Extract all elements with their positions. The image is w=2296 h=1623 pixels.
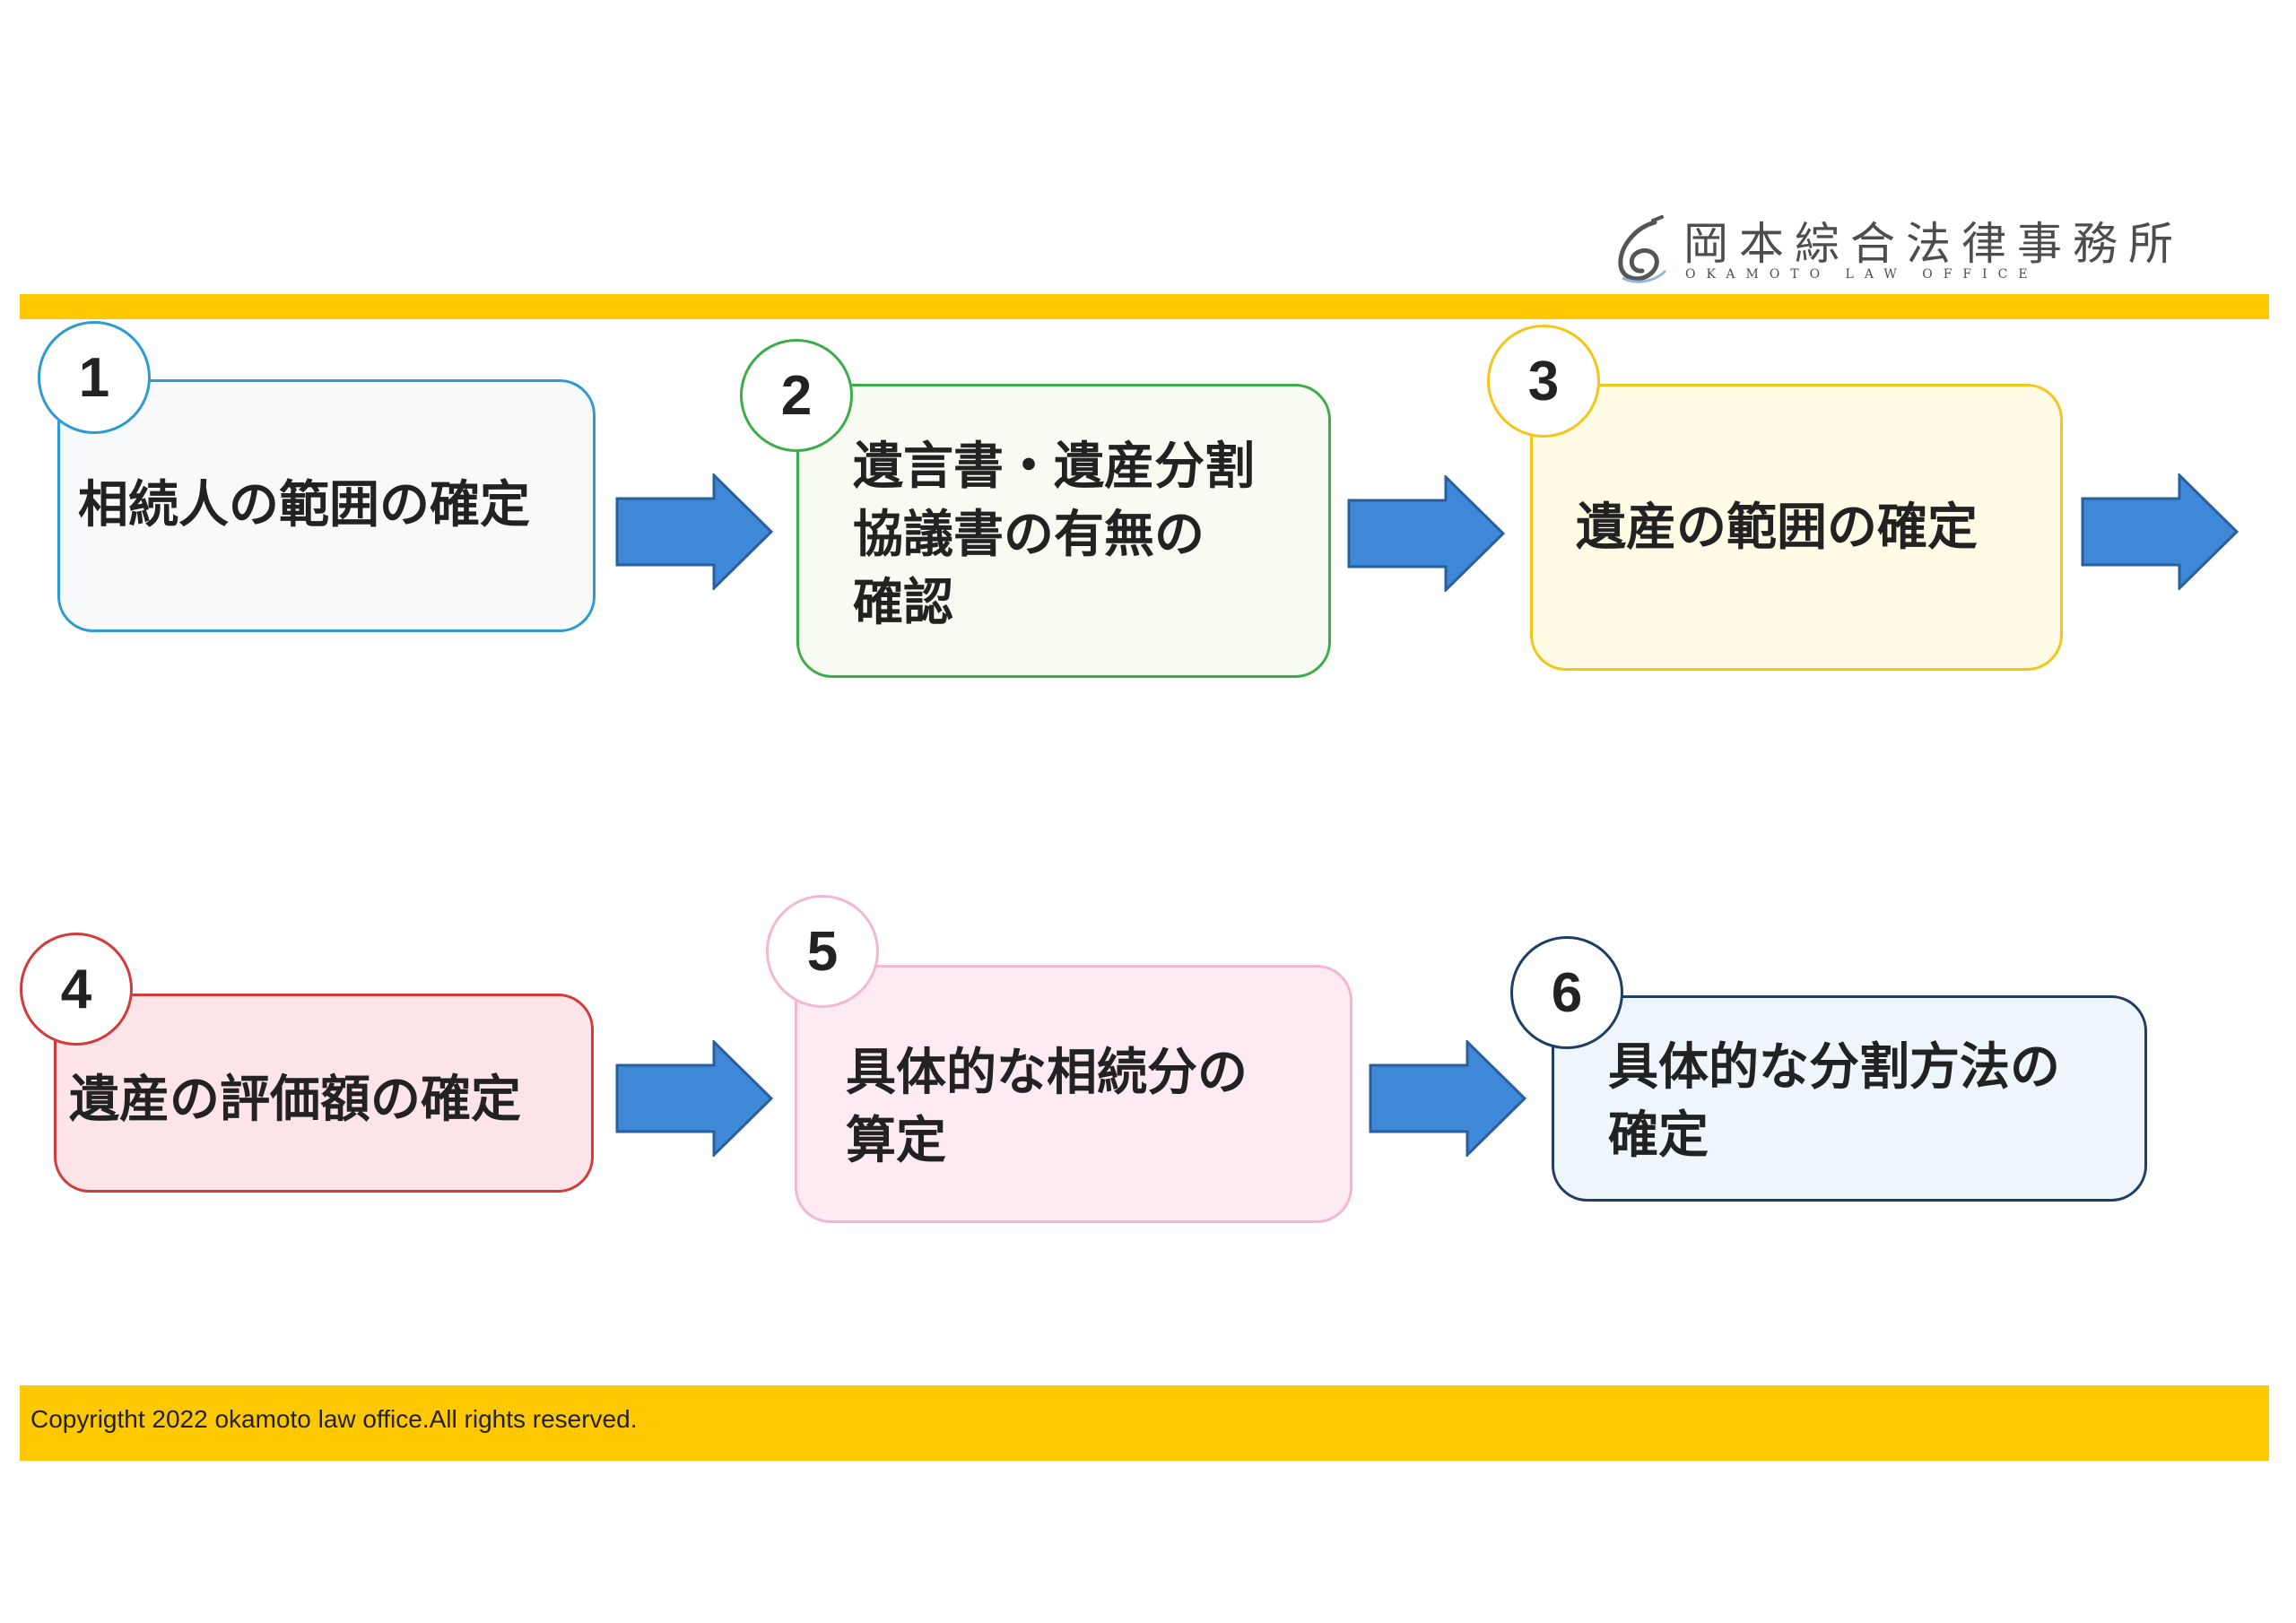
arrow-3-next-icon	[2081, 473, 2239, 590]
step-1-number-badge: 1	[38, 321, 151, 434]
step-5-text: 具体的な相続分の 算定	[846, 1044, 1248, 1170]
step-6-number-badge: 6	[1510, 936, 1623, 1049]
step-1-box: 相続人の範囲の確定	[57, 379, 596, 632]
step-5-box: 具体的な相続分の 算定	[795, 965, 1352, 1223]
top-accent-bar	[20, 294, 2269, 319]
step-3-box: 遺産の範囲の確定	[1530, 384, 2063, 671]
logo-japanese-name: 岡本綜合法律事務所	[1683, 218, 2184, 270]
step-4-number-badge: 4	[20, 933, 133, 1046]
copyright-text: Copyrigtht 2022 okamoto law office.All r…	[30, 1405, 638, 1433]
step-2-text: 遺言書・遺産分割 協議書の有無の 確認	[853, 438, 1255, 632]
step-4-text: 遺産の評価額の確定	[69, 1071, 521, 1129]
arrow-4-to-5-icon	[615, 1040, 774, 1157]
arrow-1-to-2-icon	[615, 473, 774, 590]
step-6-box: 具体的な分割方法の 確定	[1552, 995, 2147, 1202]
logo-english-name: OKAMOTO LAW OFFICE	[1685, 267, 2039, 282]
step-1-text: 相続人の範囲の確定	[78, 476, 530, 534]
footer-bar: Copyrigtht 2022 okamoto law office.All r…	[20, 1385, 2269, 1461]
logo-mark-icon	[1618, 215, 1667, 283]
step-2-box: 遺言書・遺産分割 協議書の有無の 確認	[796, 384, 1331, 678]
step-2-number: 2	[780, 364, 813, 427]
step-3-number-badge: 3	[1487, 325, 1600, 438]
step-6-number: 6	[1551, 961, 1583, 1024]
arrow-5-to-6-icon	[1369, 1040, 1527, 1157]
step-5-number-badge: 5	[766, 895, 879, 1008]
step-6-text: 具体的な分割方法の 確定	[1608, 1038, 2060, 1165]
step-5-number: 5	[806, 920, 839, 983]
step-4-box: 遺産の評価額の確定	[54, 994, 594, 1193]
step-1-number: 1	[78, 346, 110, 409]
step-2-number-badge: 2	[740, 339, 853, 452]
office-logo: 岡本綜合法律事務所 OKAMOTO LAW OFFICE	[1610, 208, 2238, 298]
step-4-number: 4	[60, 958, 92, 1020]
arrow-2-to-3-icon	[1347, 475, 1506, 592]
step-3-number: 3	[1527, 350, 1560, 412]
step-3-text: 遺産の範囲の確定	[1576, 499, 1978, 557]
